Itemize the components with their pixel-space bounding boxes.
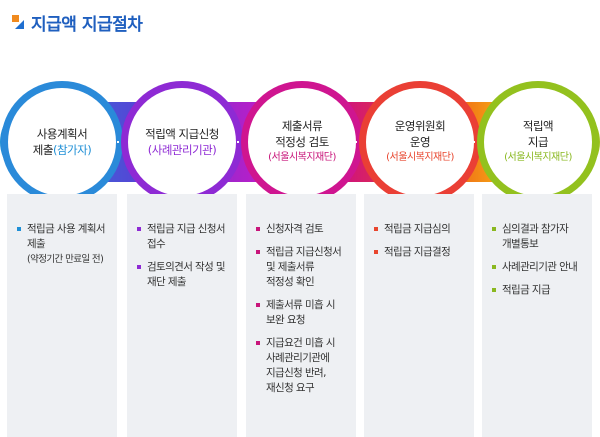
square-bullet-icon [256, 227, 260, 231]
dotted-line-icon [466, 141, 475, 143]
detail-line: 사례관리기관에 [266, 352, 330, 364]
detail-line: 접수 [147, 238, 166, 250]
detail-line: 개별통보 [502, 238, 539, 250]
detail-line: 보완 요청 [266, 314, 306, 326]
detail-item: 적립금 지급 [492, 283, 586, 298]
page-title: 지급액 지급절차 [31, 14, 143, 35]
detail-item: 검토의견서 작성 및 재단 제출 [137, 260, 231, 290]
step-arrow-3 [347, 136, 365, 148]
chevron-right-icon [238, 137, 247, 147]
title-bullet-icon [12, 15, 24, 29]
detail-note: (약정기간 만료일 전) [27, 254, 104, 265]
detail-line: 제출 [27, 238, 46, 250]
detail-item: 적립금 지급심의 [374, 222, 468, 237]
step-1-line2: 제출 [32, 143, 54, 157]
detail-line: 재단 제출 [147, 276, 187, 288]
step-4-circle: 운영위원회 운영 (서울시복지재단) [366, 88, 474, 196]
detail-line: 적립금 지급심의 [384, 223, 451, 235]
step-3-actor: (서울시복지재단) [268, 152, 336, 163]
step-arrow-2 [229, 136, 247, 148]
detail-line: 제출서류 미흡 시 [266, 299, 336, 311]
step-2-circle: 적립액 지급신청 (사례관리기관) [128, 88, 236, 196]
detail-line: 신청자격 검토 [266, 223, 324, 235]
detail-item: 사례관리기관 안내 [492, 260, 586, 275]
step-1-actor: (참가자) [52, 143, 92, 157]
detail-line: 적립금 지급결정 [384, 246, 451, 258]
square-bullet-icon [137, 227, 141, 231]
step-4-details: 적립금 지급심의 적립금 지급결정 [364, 194, 474, 437]
step-4-actor: (서울시복지재단) [386, 152, 454, 163]
page-header: 지급액 지급절차 [12, 10, 143, 35]
square-bullet-icon [492, 288, 496, 292]
detail-line: 지급신청 반려, [266, 367, 326, 379]
step-2-line1: 적립액 지급신청 [145, 127, 219, 141]
square-bullet-icon [256, 303, 260, 307]
detail-item: 심의결과 참가자 개별통보 [492, 222, 586, 252]
detail-line: 재신청 요구 [266, 382, 315, 394]
detail-line: 적립금 지급 신청서 [147, 223, 226, 235]
square-bullet-icon [374, 227, 378, 231]
detail-line: 사례관리기관 안내 [502, 261, 578, 273]
detail-item: 신청자격 검토 [256, 222, 350, 237]
step-1-circle: 사용계획서 제출(참가자) [8, 88, 116, 196]
square-bullet-icon [492, 227, 496, 231]
square-bullet-icon [137, 265, 141, 269]
square-bullet-icon [256, 250, 260, 254]
step-3-details: 신청자격 검토 적립금 지급신청서 및 제출서류 적정성 확인 제출서류 미흡 … [246, 194, 356, 437]
detail-item: 지급요건 미흡 시 사례관리기관에 지급신청 반려, 재신청 요구 [256, 336, 350, 396]
step-arrow-1 [109, 136, 127, 148]
detail-item: 적립금 지급신청서 및 제출서류 적정성 확인 [256, 245, 350, 290]
detail-line: 적립금 지급 [502, 284, 551, 296]
chevron-right-icon [118, 137, 127, 147]
detail-line: 지급요건 미흡 시 [266, 337, 336, 349]
step-4-line1: 운영위원회 [394, 119, 446, 133]
dotted-line-icon [110, 141, 119, 143]
step-5-line2: 지급 [527, 135, 549, 149]
detail-item: 적립금 사용 계획서 제출 (약정기간 만료일 전) [17, 222, 111, 267]
detail-line: 검토의견서 작성 및 [147, 261, 226, 273]
dotted-line-icon [348, 141, 357, 143]
step-3-circle: 제출서류 적정성 검토 (서울시복지재단) [248, 88, 356, 196]
detail-line: 및 제출서류 [266, 261, 315, 273]
detail-line: 적립금 지급신청서 [266, 246, 342, 258]
step-1-line1: 사용계획서 [36, 127, 88, 141]
step-1-details: 적립금 사용 계획서 제출 (약정기간 만료일 전) [7, 194, 117, 437]
chevron-right-icon [356, 137, 365, 147]
step-arrow-4 [465, 136, 483, 148]
detail-line: 적정성 확인 [266, 276, 315, 288]
detail-item: 제출서류 미흡 시 보완 요청 [256, 298, 350, 328]
step-5-details: 심의결과 참가자 개별통보 사례관리기관 안내 적립금 지급 [482, 194, 592, 437]
chevron-right-icon [474, 137, 483, 147]
square-bullet-icon [256, 341, 260, 345]
square-bullet-icon [492, 265, 496, 269]
step-2-details: 적립금 지급 신청서 접수 검토의견서 작성 및 재단 제출 [127, 194, 237, 437]
step-3-line1: 제출서류 [281, 119, 323, 133]
step-5-actor: (서울시복지재단) [504, 152, 572, 163]
step-4-line2: 운영 [409, 135, 431, 149]
dotted-line-icon [230, 141, 239, 143]
step-5-circle: 적립액 지급 (서울시복지재단) [484, 88, 592, 196]
detail-item: 적립금 지급결정 [374, 245, 468, 260]
square-bullet-icon [17, 227, 21, 231]
detail-item: 적립금 지급 신청서 접수 [137, 222, 231, 252]
step-1-line2-group: 제출(참가자) [32, 142, 92, 158]
step-3-line2: 적정성 검토 [275, 135, 329, 149]
detail-line: 심의결과 참가자 [502, 223, 569, 235]
detail-line: 적립금 사용 계획서 [27, 223, 106, 235]
square-bullet-icon [374, 250, 378, 254]
step-2-actor: (사례관리기관) [147, 143, 217, 157]
step-5-line1: 적립액 [522, 119, 554, 133]
